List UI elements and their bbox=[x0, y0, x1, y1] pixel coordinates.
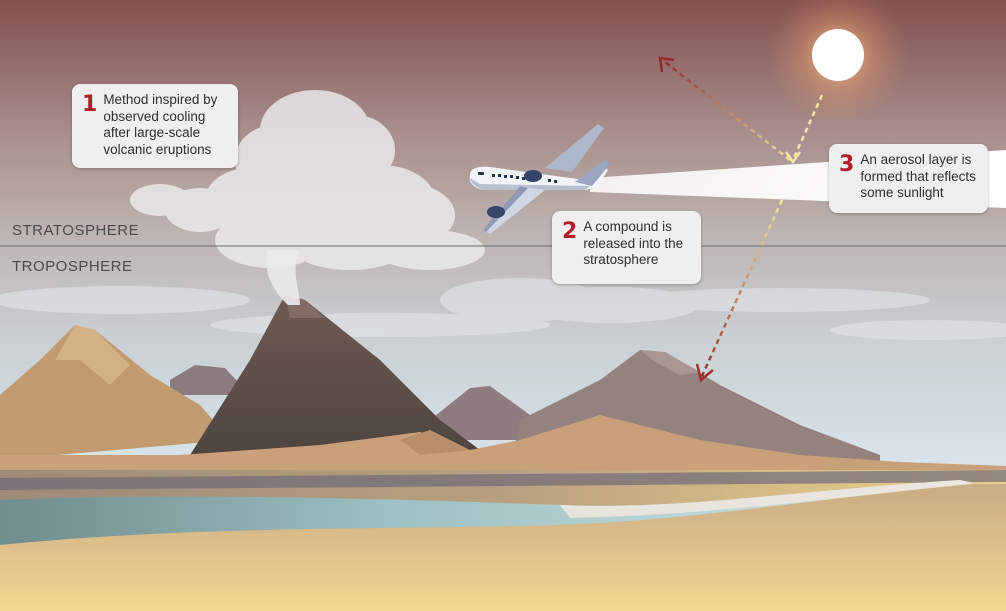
mid-peak bbox=[420, 386, 545, 440]
callout-1: 1 Method inspired by observed cooling af… bbox=[72, 84, 238, 168]
airplane-icon bbox=[469, 124, 610, 234]
callout-2-text: A compound is released into the stratosp… bbox=[583, 219, 684, 267]
sea bbox=[0, 480, 970, 545]
sun-icon bbox=[812, 29, 864, 81]
callout-2-number: 2 bbox=[562, 219, 578, 244]
troposphere-label: TROPOSPHERE bbox=[12, 258, 133, 275]
far-peak bbox=[170, 365, 250, 395]
stratosphere-label: STRATOSPHERE bbox=[12, 222, 140, 239]
shoreline bbox=[560, 480, 975, 518]
eruption-cloud bbox=[130, 90, 485, 270]
incoming-sunlight-arrow bbox=[791, 94, 824, 161]
callout-3-text: An aerosol layer is formed that reflects… bbox=[860, 152, 976, 200]
callout-3: 3 An aerosol layer is formed that reflec… bbox=[829, 144, 988, 213]
callout-2: 2 A compound is released into the strato… bbox=[552, 211, 701, 284]
volcano bbox=[190, 295, 480, 460]
callout-3-number: 3 bbox=[839, 152, 855, 177]
callout-1-text: Method inspired by observed cooling afte… bbox=[103, 92, 218, 157]
lowlands bbox=[0, 415, 1006, 480]
callout-1-number: 1 bbox=[82, 92, 98, 117]
beach bbox=[0, 484, 1006, 611]
